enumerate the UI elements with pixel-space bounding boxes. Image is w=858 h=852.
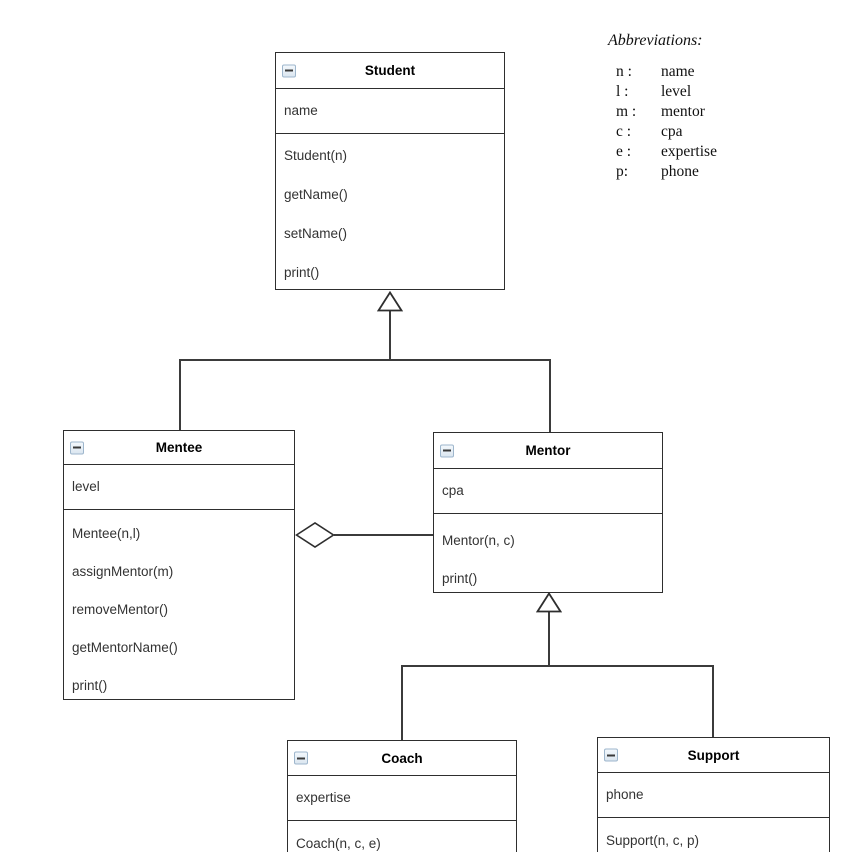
class-box-student[interactable]: Student name Student(n) getName() setNam…: [275, 52, 505, 290]
inheritance-triangle-icon[interactable]: [377, 291, 403, 312]
legend-value: expertise: [661, 143, 717, 160]
legend-key: c :: [616, 123, 632, 140]
edge-coach-to-mentor[interactable]: [401, 665, 403, 741]
collapse-icon[interactable]: [604, 748, 618, 762]
legend-row: n : name: [616, 62, 823, 82]
legend-value: phone: [661, 163, 699, 180]
legend-key: l :: [616, 83, 629, 100]
method-row[interactable]: print(): [72, 678, 108, 693]
minus-glyph: [73, 446, 81, 449]
minus-glyph: [607, 754, 615, 756]
class-title: Coach: [381, 750, 423, 766]
collapse-icon[interactable]: [294, 751, 308, 765]
collapse-icon[interactable]: [70, 441, 84, 454]
legend-value: name: [661, 63, 695, 80]
edge-student-stem[interactable]: [389, 311, 391, 360]
abbreviations-legend[interactable]: Abbreviations: n : name l : level m : mento…: [608, 32, 823, 182]
class-header: Mentee: [64, 431, 294, 465]
edge-mentor-stem[interactable]: [548, 612, 550, 666]
legend-value: mentor: [661, 103, 705, 120]
method-row[interactable]: print(): [284, 265, 320, 280]
legend-row: l : level: [616, 82, 823, 102]
class-title: Mentee: [155, 440, 203, 455]
method-row[interactable]: assignMentor(m): [72, 564, 174, 579]
methods-section: Mentor(n, c) print(): [434, 514, 662, 598]
method-row[interactable]: setName(): [284, 226, 348, 241]
class-header: Mentor: [434, 433, 662, 469]
collapse-icon[interactable]: [440, 444, 454, 457]
edge-support-to-mentor[interactable]: [712, 665, 714, 738]
attributes-section: level: [64, 465, 294, 510]
class-header: Student: [276, 53, 504, 89]
legend-key: n :: [616, 63, 632, 80]
inheritance-triangle-icon[interactable]: [536, 592, 562, 613]
attributes-section: name: [276, 89, 504, 134]
legend-title: Abbreviations:: [608, 32, 703, 49]
attribute-row[interactable]: name: [284, 103, 318, 118]
method-row[interactable]: getName(): [284, 187, 348, 202]
legend-key: e :: [616, 143, 632, 160]
class-box-support[interactable]: Support phone Support(n, c, p): [597, 737, 830, 852]
minus-glyph: [297, 757, 305, 759]
method-row[interactable]: Coach(n, c, e): [296, 836, 381, 851]
method-row[interactable]: getMentorName(): [72, 640, 178, 655]
attributes-section: phone: [598, 773, 829, 818]
methods-section: Coach(n, c, e): [288, 821, 516, 852]
class-box-mentor[interactable]: Mentor cpa Mentor(n, c) print(): [433, 432, 663, 593]
legend-row: m : mentor: [616, 102, 823, 122]
method-row[interactable]: removeMentor(): [72, 602, 169, 617]
class-title: Student: [364, 63, 416, 78]
legend-row: p: phone: [616, 162, 823, 182]
attribute-row[interactable]: phone: [606, 787, 644, 802]
edge-mentee-mentor-aggregation[interactable]: [334, 534, 433, 536]
methods-section: Support(n, c, p): [598, 818, 829, 852]
edge-mentee-to-student[interactable]: [179, 359, 181, 431]
class-title: Support: [687, 747, 740, 763]
class-header: Coach: [288, 741, 516, 776]
attribute-row[interactable]: level: [72, 479, 100, 494]
minus-glyph: [285, 69, 293, 72]
edge-mentor-children-bus[interactable]: [401, 665, 714, 667]
aggregation-diamond-icon[interactable]: [295, 521, 335, 549]
minus-glyph: [443, 449, 451, 452]
attribute-row[interactable]: expertise: [296, 790, 351, 805]
attributes-section: cpa: [434, 469, 662, 514]
methods-section: Mentee(n,l) assignMentor(m) removeMentor…: [64, 510, 294, 705]
legend-row: e : expertise: [616, 142, 823, 162]
class-title: Mentor: [525, 443, 571, 458]
legend-value: cpa: [661, 123, 683, 140]
edge-student-children-bus[interactable]: [179, 359, 551, 361]
method-row[interactable]: Support(n, c, p): [606, 833, 700, 848]
class-header: Support: [598, 738, 829, 773]
methods-section: Student(n) getName() setName() print(): [276, 134, 504, 292]
class-box-coach[interactable]: Coach expertise Coach(n, c, e): [287, 740, 517, 852]
legend-entries: n : name l : level m : mentor c : cpa e : exp…: [608, 62, 823, 182]
legend-key: p:: [616, 163, 629, 180]
legend-key: m :: [616, 103, 637, 120]
method-row[interactable]: Student(n): [284, 148, 348, 163]
collapse-icon[interactable]: [282, 64, 296, 77]
attribute-row[interactable]: cpa: [442, 483, 464, 498]
legend-row: c : cpa: [616, 122, 823, 142]
edge-mentor-to-student[interactable]: [549, 359, 551, 433]
method-row[interactable]: Mentee(n,l): [72, 526, 141, 541]
method-row[interactable]: Mentor(n, c): [442, 533, 515, 548]
class-box-mentee[interactable]: Mentee level Mentee(n,l) assignMentor(m)…: [63, 430, 295, 700]
legend-value: level: [661, 83, 692, 100]
attributes-section: expertise: [288, 776, 516, 821]
method-row[interactable]: print(): [442, 571, 478, 586]
